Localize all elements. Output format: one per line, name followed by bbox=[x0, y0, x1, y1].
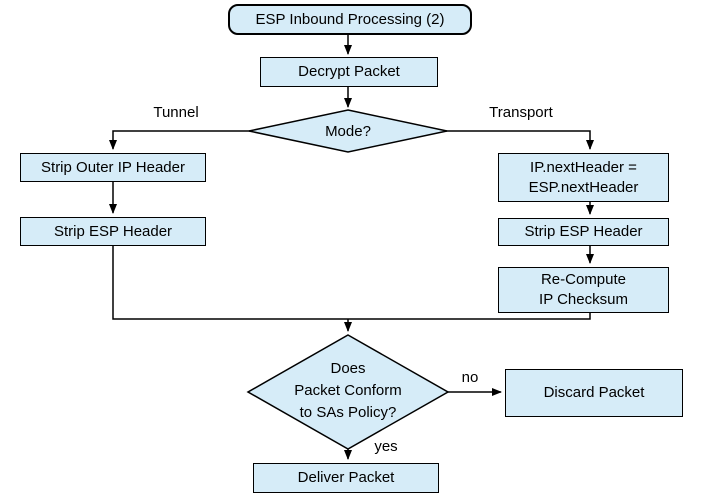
node-start: ESP Inbound Processing (2) bbox=[228, 4, 472, 35]
node-deliver-packet: Deliver Packet bbox=[253, 463, 439, 493]
edge-mode-transport bbox=[446, 130, 594, 150]
edge-label-tunnel: Tunnel bbox=[153, 104, 199, 121]
decision-mode-shape bbox=[248, 109, 448, 153]
edge-merge-lines bbox=[112, 246, 591, 320]
edge-label-no: no bbox=[461, 369, 479, 386]
decision-mode-label: Mode? bbox=[325, 123, 371, 140]
node-ip-nextheader: IP.nextHeader = ESP.nextHeader bbox=[498, 153, 669, 202]
node-decrypt-packet: Decrypt Packet bbox=[260, 57, 438, 87]
decision-policy-label: Does Packet Conform to SAs Policy? bbox=[294, 360, 402, 421]
node-discard-packet: Discard Packet bbox=[505, 369, 683, 417]
edge-mode-tunnel bbox=[109, 130, 250, 150]
edge-label-transport: Transport bbox=[489, 104, 553, 121]
node-strip-outer-ip-header: Strip Outer IP Header bbox=[20, 153, 206, 182]
edge-label-yes: yes bbox=[374, 438, 398, 455]
node-recompute-ip-checksum: Re-Compute IP Checksum bbox=[498, 267, 669, 313]
node-strip-esp-header-right: Strip ESP Header bbox=[498, 218, 669, 246]
node-strip-esp-header-left: Strip ESP Header bbox=[20, 217, 206, 246]
